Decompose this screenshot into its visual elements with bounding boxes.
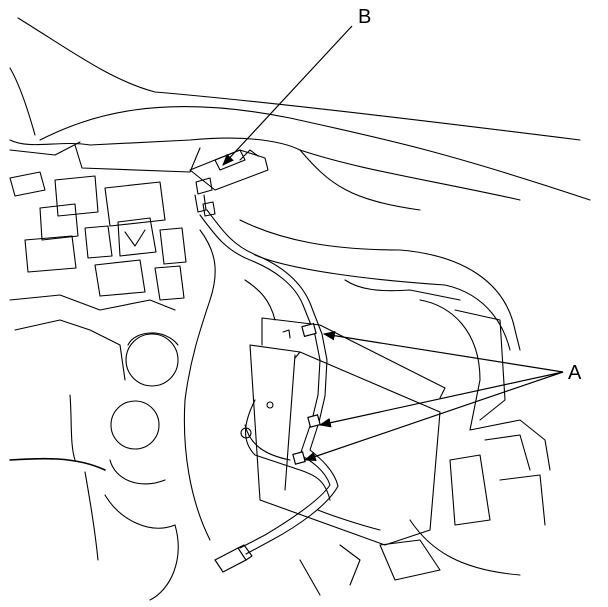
- harness-clip-1: [301, 322, 317, 338]
- console-frame: [183, 219, 551, 596]
- center-vent-cluster: [9, 171, 187, 311]
- label-b: B: [358, 6, 371, 28]
- harness-clip-2: [307, 414, 321, 428]
- audio-unit: [249, 317, 446, 546]
- wire-harness: [199, 209, 339, 573]
- lower-dash-left: [9, 319, 179, 601]
- callout-a-line-1: [322, 330, 564, 373]
- callout-b-line: [222, 25, 353, 166]
- connector-b: [189, 149, 269, 217]
- callouts: [222, 25, 564, 462]
- mounting-bracket: [240, 399, 381, 531]
- harness-connector-end: [214, 547, 247, 573]
- callout-a-line-3: [303, 371, 564, 462]
- dashboard-upper: [9, 137, 521, 211]
- callout-a-line-2: [318, 371, 564, 428]
- label-a: A: [568, 362, 582, 384]
- harness-clip-3: [292, 451, 306, 465]
- windshield-outline: [9, 17, 591, 201]
